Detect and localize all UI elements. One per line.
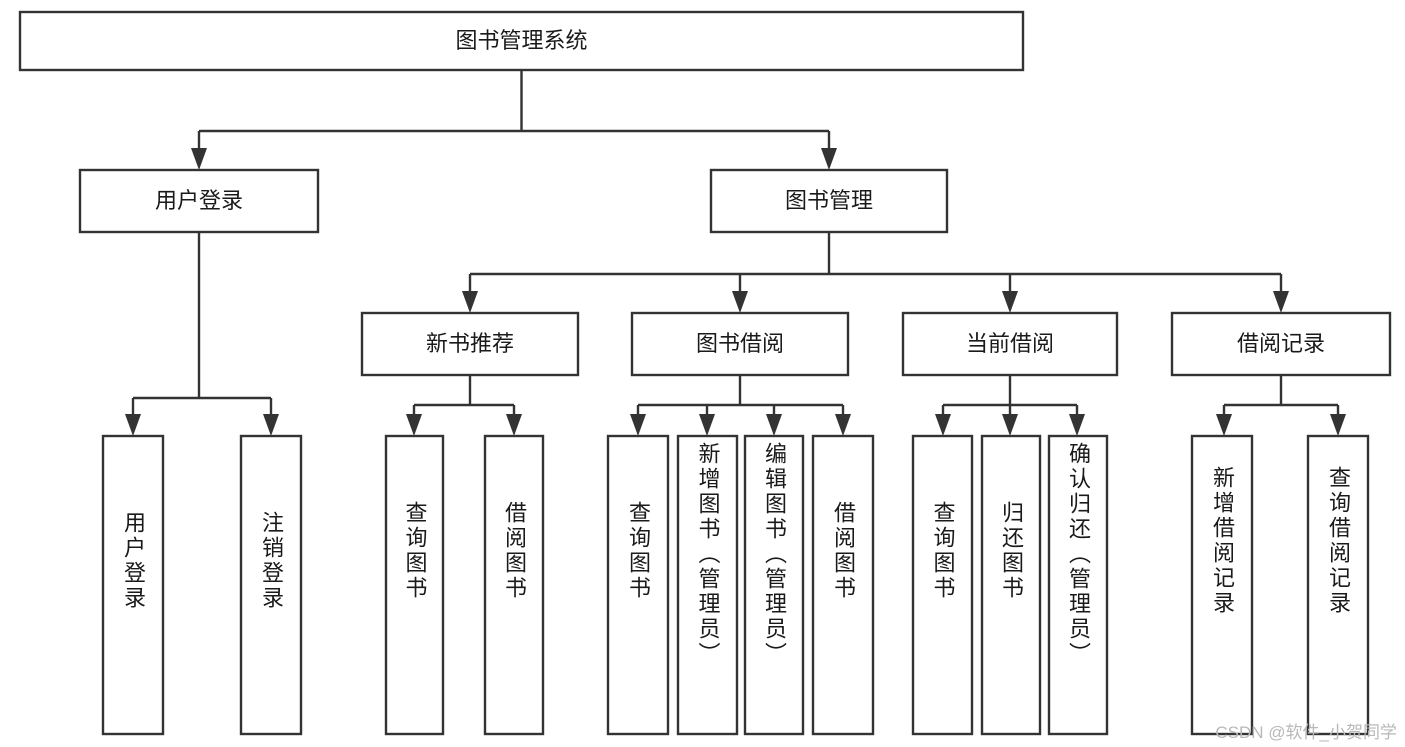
node-book-borrow[interactable]	[630, 311, 850, 377]
connector-current-borrow-to-leaves	[941, 375, 1079, 418]
leaf-label-bb-borrow-book: 借阅图书	[830, 501, 856, 601]
arrowhead-to-current-borrow	[1002, 291, 1018, 313]
connector-new-book-recommend-to-leaves	[412, 375, 516, 418]
leaf-label-br-query-record: 查询借阅记录	[1325, 466, 1351, 616]
arrowhead-leaf-nbr-0	[406, 414, 422, 436]
arrowhead-leaf-bb-3	[835, 414, 851, 436]
leaf-label-wrap-cb-return-book: 归还图书	[982, 436, 1040, 734]
arrowhead-leaf-br-1	[1330, 414, 1346, 436]
leaf-label-cb-return-book: 归还图书	[998, 501, 1024, 601]
node-book-management-label: 图书管理	[785, 188, 873, 213]
connector-root-to-level2	[197, 70, 831, 152]
connector-group-new-book-recommend	[406, 375, 522, 436]
node-leaf-cb-confirm-return[interactable]	[1047, 434, 1109, 736]
connector-group-user-login	[125, 232, 279, 436]
leaf-label-cb-query-book: 查询图书	[930, 501, 956, 601]
node-user-login[interactable]	[78, 168, 320, 234]
leaf-label-wrap-bb-edit-book: 编辑图书（管理员）	[745, 436, 803, 734]
node-leaf-bb-add-book[interactable]	[676, 434, 739, 736]
leaf-label-wrap-br-add-record: 新增借阅记录	[1192, 436, 1252, 734]
arrowhead-to-borrow-record	[1273, 291, 1289, 313]
node-leaf-cb-return-book[interactable]	[980, 434, 1042, 736]
leaf-label-wrap-cb-query-book: 查询图书	[913, 436, 972, 734]
node-leaf-bb-borrow-book[interactable]	[811, 434, 875, 736]
leaf-label-nbr-query-book: 查询图书	[402, 501, 428, 601]
leaf-label-wrap-cb-confirm-return: 确认归还（管理员）	[1049, 436, 1107, 734]
leaf-label-bb-edit-book: 编辑图书（管理员）	[761, 442, 787, 667]
arrowhead-leaf-user-login-0	[125, 414, 141, 436]
node-book-management[interactable]	[709, 168, 949, 234]
node-leaf-user-login-logout[interactable]	[239, 434, 303, 736]
arrowhead-leaf-bb-0	[630, 414, 646, 436]
node-current-borrow[interactable]	[901, 311, 1119, 377]
node-leaf-user-login-login[interactable]	[101, 434, 165, 736]
node-user-login-label: 用户登录	[155, 188, 243, 213]
leaf-label-user-login-logout: 注销登录	[258, 511, 284, 611]
arrowhead-leaf-cb-0	[935, 414, 951, 436]
leaf-label-cb-confirm-return: 确认归还（管理员）	[1065, 442, 1091, 667]
leaf-label-wrap-user-login-logout: 注销登录	[241, 436, 301, 734]
node-leaf-br-query-record[interactable]	[1306, 434, 1370, 736]
leaf-label-wrap-br-query-record: 查询借阅记录	[1308, 436, 1368, 734]
connector-borrow-record-to-leaves	[1222, 375, 1340, 418]
connector-user-login-to-leaves	[131, 232, 273, 418]
connector-group-current-borrow	[935, 375, 1085, 436]
arrowhead-leaf-nbr-1	[506, 414, 522, 436]
arrowhead-leaf-bb-2	[766, 414, 782, 436]
leaf-label-wrap-bb-borrow-book: 借阅图书	[813, 436, 873, 734]
leaf-label-wrap-nbr-query-book: 查询图书	[386, 436, 443, 734]
leaf-label-bb-query-book: 查询图书	[625, 501, 651, 601]
arrowhead-to-book-manage	[821, 148, 837, 170]
leaf-label-wrap-bb-add-book: 新增图书（管理员）	[678, 436, 737, 734]
leaf-label-user-login-login: 用户登录	[120, 511, 146, 611]
leaf-label-wrap-bb-query-book: 查询图书	[608, 436, 668, 734]
arrowhead-leaf-cb-1	[1002, 414, 1018, 436]
arrowhead-to-new-book-recommend	[462, 291, 478, 313]
arrowhead-leaf-bb-1	[699, 414, 715, 436]
arrowhead-leaf-cb-2	[1069, 414, 1085, 436]
leaf-label-wrap-nbr-borrow-book: 借阅图书	[485, 436, 543, 734]
node-new-book-recommend-label: 新书推荐	[426, 331, 514, 356]
node-leaf-nbr-borrow-book[interactable]	[483, 434, 545, 736]
arrowhead-to-book-borrow	[732, 291, 748, 313]
node-borrow-record[interactable]	[1170, 311, 1392, 377]
node-leaf-nbr-query-book[interactable]	[384, 434, 445, 736]
node-new-book-recommend[interactable]	[360, 311, 580, 377]
leaf-label-nbr-borrow-book: 借阅图书	[501, 501, 527, 601]
node-root-book-management-system[interactable]	[18, 10, 1025, 72]
node-leaf-bb-edit-book[interactable]	[743, 434, 805, 736]
node-leaf-bb-query-book[interactable]	[606, 434, 670, 736]
connector-group-book-manage	[462, 232, 1289, 313]
node-borrow-record-label: 借阅记录	[1237, 331, 1325, 356]
arrowhead-to-user-login	[191, 148, 207, 170]
connector-book-manage-to-level3	[468, 232, 1283, 293]
arrowhead-leaf-user-login-1	[263, 414, 279, 436]
connector-book-borrow-to-leaves	[636, 375, 845, 418]
node-root-label: 图书管理系统	[455, 28, 587, 53]
node-leaf-cb-query-book[interactable]	[911, 434, 974, 736]
connector-group-borrow-record	[1216, 375, 1346, 436]
connector-group-book-borrow	[630, 375, 851, 436]
node-leaf-br-add-record[interactable]	[1190, 434, 1254, 736]
node-current-borrow-label: 当前借阅	[966, 331, 1054, 356]
leaf-label-br-add-record: 新增借阅记录	[1209, 466, 1235, 616]
connector-group-root	[191, 70, 837, 170]
arrowhead-leaf-br-0	[1216, 414, 1232, 436]
leaf-label-wrap-user-login-login: 用户登录	[103, 436, 163, 734]
node-book-borrow-label: 图书借阅	[696, 331, 784, 356]
leaf-label-bb-add-book: 新增图书（管理员）	[695, 442, 721, 667]
